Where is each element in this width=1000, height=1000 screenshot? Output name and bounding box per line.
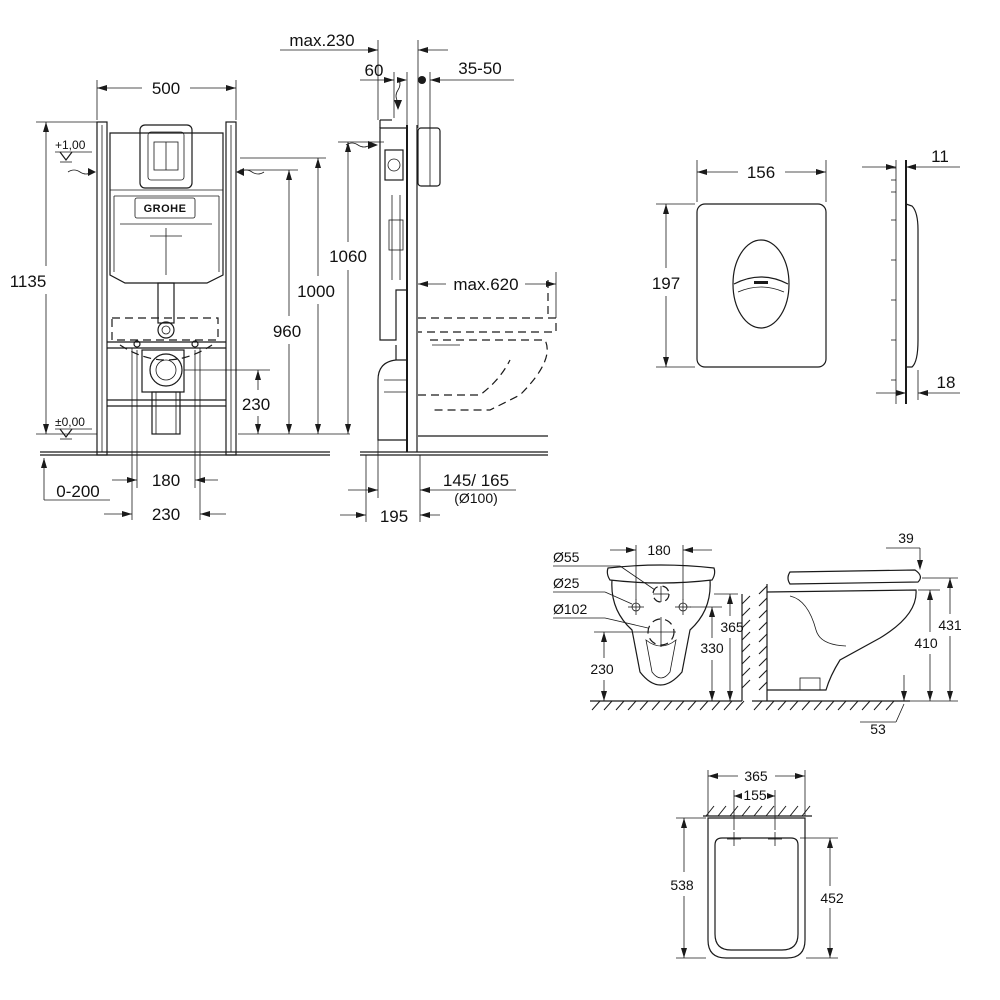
wc-top-inner-length-label: 452: [820, 890, 844, 906]
floor-hatch-front: [591, 700, 745, 711]
wc-bolt-spacing-label: 180: [647, 542, 671, 558]
level-zero-label: ±0,00: [55, 415, 85, 429]
seat-thickness-label: 39: [898, 530, 914, 546]
waste-spacing-label: 180: [152, 471, 180, 490]
depth-195-label: 195: [380, 507, 408, 526]
wc-top-width-label: 365: [744, 768, 768, 784]
offset-53-label: 53: [870, 721, 886, 737]
wc-top-length-label: 538: [670, 877, 694, 893]
wc-height-410-label: 410: [914, 635, 938, 651]
plate-height-label: 197: [652, 274, 680, 293]
plate-depth-top-label: 11: [931, 147, 949, 166]
projection-label: max.620: [453, 275, 518, 294]
wc-height-431-label: 431: [938, 617, 962, 633]
wc-side-view: 39 410 431 53: [752, 530, 962, 737]
wc-top-bolt-spacing-label: 155: [743, 787, 767, 803]
total-height-label: 1135: [10, 272, 47, 291]
plate-width-label: 156: [747, 163, 775, 182]
wc-height-230-label: 230: [590, 661, 614, 677]
hole-d55-label: Ø55: [553, 549, 580, 565]
wc-height-365-label: 365: [720, 619, 744, 635]
height-1060-label: 1060: [329, 247, 367, 266]
outlet-offset-label: 145/ 165: [443, 471, 509, 490]
gap-60-label: 60: [365, 61, 384, 80]
waste-height-label: 230: [242, 395, 270, 414]
flush-plate-front: 156 197: [652, 160, 827, 368]
grohe-logo: GROHE: [144, 203, 187, 215]
bolt-spacing-label: 230: [152, 505, 180, 524]
frame-width-label: 500: [152, 79, 180, 98]
height-1000-label: 1000: [297, 282, 335, 301]
frame-front-view: GROHE 500: [10, 79, 384, 524]
hole-d102-label: Ø102: [553, 601, 587, 617]
level-top-label: +1,00: [55, 138, 86, 152]
wc-front-view: 180 Ø55 Ø25 Ø102 230 330 365: [553, 542, 751, 711]
wc-top-view: 365 155 538 452: [670, 768, 844, 959]
hole-d25-label: Ø25: [553, 575, 580, 591]
wc-height-330-label: 330: [700, 640, 724, 656]
plate-depth-label: 35-50: [458, 59, 501, 78]
height-960-label: 960: [273, 322, 301, 341]
max-depth-label: max.230: [289, 31, 354, 50]
plate-depth-bottom-label: 18: [937, 373, 956, 392]
adjust-range-label: 0-200: [56, 482, 99, 501]
flush-plate-side: 11 18: [862, 147, 960, 404]
frame-side-view: max.230 60 35-50 max.620 145/ 165 (Ø100): [280, 31, 557, 526]
outlet-diameter-label: (Ø100): [454, 490, 498, 506]
